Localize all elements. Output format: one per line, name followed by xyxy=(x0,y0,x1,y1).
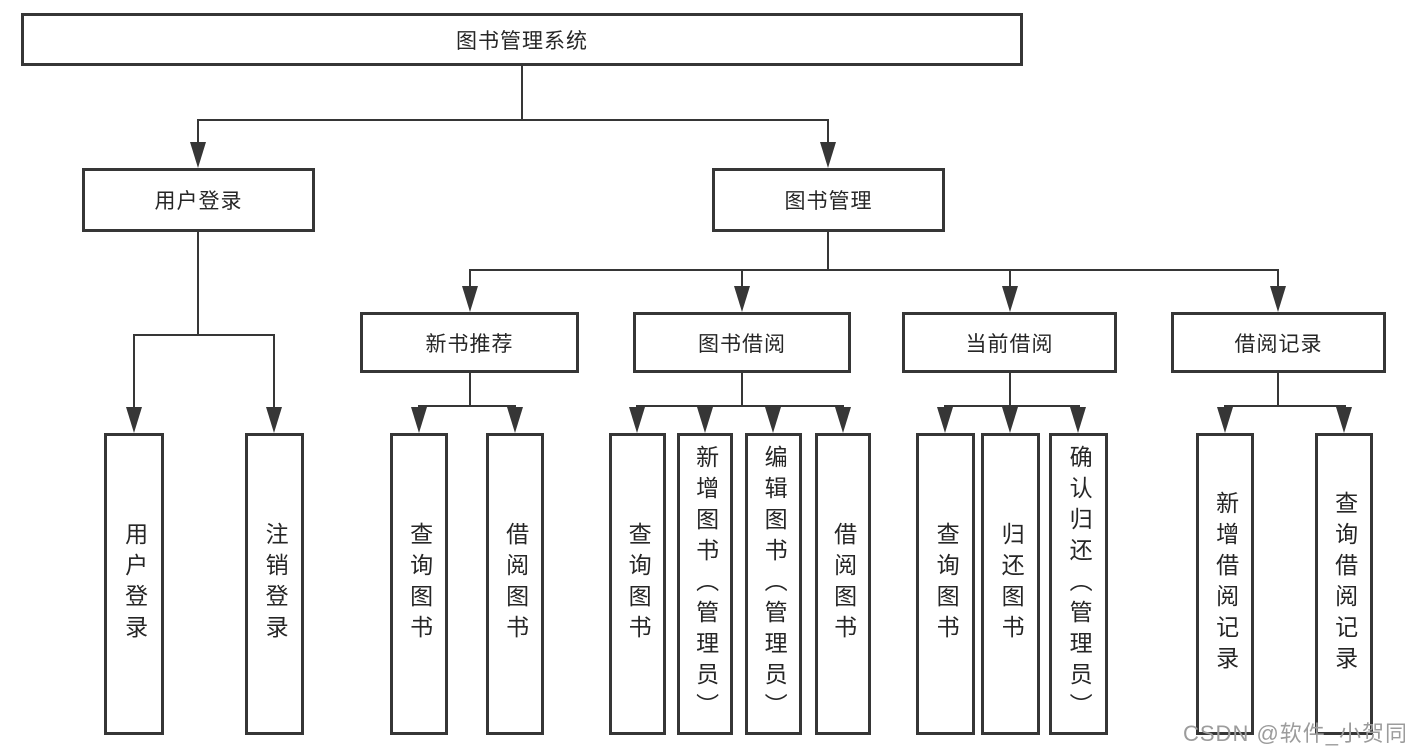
leaf-borrow-books: 借阅图书 xyxy=(815,433,871,735)
node-borrowing-records: 借阅记录 xyxy=(1171,312,1386,373)
connector-line xyxy=(469,373,471,407)
arrowhead-icon xyxy=(462,286,478,312)
node-label: 新书推荐 xyxy=(425,332,514,356)
connector-line xyxy=(133,334,275,336)
node-label: 用户登录 xyxy=(121,522,148,646)
node-book-borrowing: 图书借阅 xyxy=(633,312,851,373)
node-label: 编辑图书（管理员） xyxy=(761,444,788,724)
node-label: 借阅记录 xyxy=(1234,332,1323,356)
connector-line xyxy=(197,119,829,121)
connector-line xyxy=(197,119,199,147)
connector-line xyxy=(273,334,275,412)
arrowhead-icon xyxy=(126,407,142,433)
connector-line xyxy=(741,269,743,292)
connector-line xyxy=(741,373,743,407)
node-label: 图书管理 xyxy=(784,190,873,213)
csdn-watermark: CSDN @软件_小贺同学 xyxy=(1183,721,1405,746)
leaf-logout: 注销登录 xyxy=(245,433,304,735)
connector-line xyxy=(1009,269,1011,292)
arrowhead-icon xyxy=(734,286,750,312)
node-user-login: 用户登录 xyxy=(82,168,315,232)
connector-line xyxy=(1277,373,1279,407)
node-label: 借阅图书 xyxy=(502,522,529,646)
arrowhead-icon xyxy=(1070,407,1086,433)
arrowhead-icon xyxy=(629,407,645,433)
arrowhead-icon xyxy=(1002,407,1018,433)
node-label: 当前借阅 xyxy=(965,332,1054,356)
arrowhead-icon xyxy=(411,407,427,433)
node-label: 查询图书 xyxy=(625,522,652,646)
arrowhead-icon xyxy=(1336,407,1352,433)
leaf-add-books-admin: 新增图书（管理员） xyxy=(677,433,733,735)
node-label: 查询图书 xyxy=(406,522,433,646)
node-label: 新增借阅记录 xyxy=(1212,491,1239,677)
node-book-management-system: 图书管理系统 xyxy=(21,13,1023,66)
leaf-add-borrow-record: 新增借阅记录 xyxy=(1196,433,1254,735)
leaf-confirm-return-admin: 确认归还（管理员） xyxy=(1049,433,1108,735)
node-label: 查询借阅记录 xyxy=(1331,491,1358,677)
node-label: 借阅图书 xyxy=(830,522,857,646)
leaf-borrow-books-recommend: 借阅图书 xyxy=(486,433,544,735)
arrowhead-icon xyxy=(765,407,781,433)
leaf-return-books: 归还图书 xyxy=(981,433,1040,735)
connector-line xyxy=(469,269,1279,271)
connector-line xyxy=(827,119,829,147)
arrowhead-icon xyxy=(190,142,206,168)
leaf-edit-books-admin: 编辑图书（管理员） xyxy=(745,433,802,735)
node-label: 图书借阅 xyxy=(698,332,786,356)
node-label: 注销登录 xyxy=(262,522,289,646)
leaf-user-login: 用户登录 xyxy=(104,433,164,735)
node-book-management: 图书管理 xyxy=(712,168,945,232)
arrowhead-icon xyxy=(507,407,523,433)
arrowhead-icon xyxy=(266,407,282,433)
connector-line xyxy=(636,405,844,407)
leaf-query-books-recommend: 查询图书 xyxy=(390,433,448,735)
connector-line xyxy=(521,66,523,121)
leaf-query-borrow-record: 查询借阅记录 xyxy=(1315,433,1373,735)
leaf-query-books-borrowing: 查询图书 xyxy=(609,433,666,735)
connector-line xyxy=(1009,373,1011,407)
node-label: 确认归还（管理员） xyxy=(1066,444,1093,724)
connector-line xyxy=(418,405,516,407)
connector-line xyxy=(1277,269,1279,292)
node-label: 图书管理系统 xyxy=(456,29,588,53)
connector-line xyxy=(133,334,135,412)
arrowhead-icon xyxy=(1217,407,1233,433)
leaf-query-books-current: 查询图书 xyxy=(916,433,975,735)
node-label: 用户登录 xyxy=(154,190,243,213)
connector-line xyxy=(1224,405,1346,407)
node-label: 新增图书（管理员） xyxy=(692,444,719,724)
node-label: 归还图书 xyxy=(998,522,1025,646)
arrowhead-icon xyxy=(1002,286,1018,312)
arrowhead-icon xyxy=(835,407,851,433)
node-label: 查询图书 xyxy=(933,522,960,646)
connector-line xyxy=(197,232,199,336)
arrowhead-icon xyxy=(697,407,713,433)
arrowhead-icon xyxy=(937,407,953,433)
arrowhead-icon xyxy=(1270,286,1286,312)
connector-line xyxy=(827,232,829,271)
connector-line xyxy=(944,405,1080,407)
node-current-borrowing: 当前借阅 xyxy=(902,312,1117,373)
node-new-book-recommendation: 新书推荐 xyxy=(360,312,579,373)
arrowhead-icon xyxy=(820,142,836,168)
connector-line xyxy=(469,269,471,292)
